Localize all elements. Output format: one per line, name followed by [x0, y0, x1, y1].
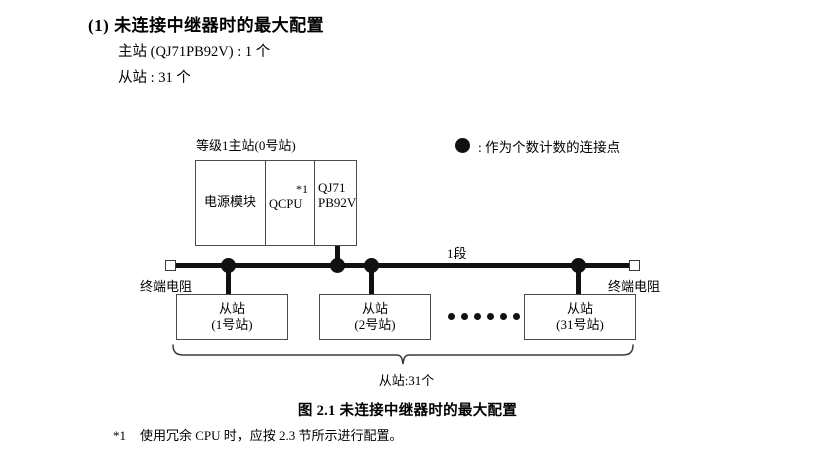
slave-count-label: 从站:31个 — [378, 373, 435, 388]
ellipsis-dot — [461, 313, 468, 320]
ellipsis-dot — [448, 313, 455, 320]
connection-node-slave-2 — [364, 258, 379, 273]
rack-divider-2 — [314, 160, 315, 246]
legend-label: : 作为个数计数的连接点 — [478, 140, 621, 155]
terminator-left-label: 终端电阻 — [140, 279, 193, 294]
drop-line-slave-2 — [369, 264, 374, 294]
terminator-right-label: 终端电阻 — [608, 279, 661, 294]
ellipsis-dot — [500, 313, 507, 320]
slave-station-box-1: 从站 (1号站) — [176, 294, 288, 340]
slave-1-label-line1: 从站 — [218, 301, 245, 316]
slave-station-box-2: 从站 (2号站) — [319, 294, 431, 340]
slave-station-box-31: 从站 (31号站) — [524, 294, 636, 340]
slave-2-label-line2: (2号站) — [354, 317, 396, 332]
slave-31-label-line1: 从站 — [566, 301, 593, 316]
legend-filled-circle-icon — [455, 138, 470, 153]
slave-continuation-ellipsis — [448, 313, 520, 320]
terminator-left-icon — [165, 260, 176, 271]
footnote-mark: *1 — [113, 428, 126, 443]
rack-divider-1 — [265, 160, 266, 246]
master-station-rack — [195, 160, 357, 246]
brace-svg — [172, 344, 634, 365]
connection-node-slave-1 — [221, 258, 236, 273]
slave-count-brace — [170, 344, 636, 371]
section-line-slave: 从站 : 31 个 — [118, 70, 191, 86]
footnote-text: 使用冗余 CPU 时，应按 2.3 节所示进行配置。 — [140, 428, 403, 443]
rack-cell-qcpu-footnote-mark: *1 — [296, 182, 308, 196]
footnote: *1 使用冗余 CPU 时，应按 2.3 节所示进行配置。 — [113, 425, 403, 444]
drop-line-master — [335, 246, 340, 266]
rack-cell-qcpu-label: QCPU — [269, 197, 303, 211]
connection-node-master — [330, 258, 345, 273]
connection-node-slave-31 — [571, 258, 586, 273]
bus-trunk-line — [176, 263, 634, 268]
slave-count-label-wrap: 从站:31个 — [0, 370, 821, 389]
section-title: (1) 未连接中继器时的最大配置 — [88, 16, 325, 35]
rack-cell-power-module-label: 电源模块 — [204, 194, 257, 209]
ellipsis-dot — [487, 313, 494, 320]
ellipsis-dot — [513, 313, 520, 320]
drop-line-slave-31 — [576, 264, 581, 294]
ellipsis-dot — [474, 313, 481, 320]
slave-1-label-line2: (1号站) — [211, 317, 253, 332]
rack-caption: 等级1主站(0号站) — [196, 138, 296, 153]
slave-2-label-line1: 从站 — [361, 301, 388, 316]
section-line-master: 主站 (QJ71PB92V) : 1 个 — [118, 44, 271, 60]
figure-caption: 图 2.1 未连接中继器时的最大配置 — [297, 403, 518, 419]
slave-31-label-line2: (31号站) — [556, 317, 604, 332]
drop-line-slave-1 — [226, 264, 231, 294]
rack-cell-module-label-line1: QJ71 — [318, 180, 346, 195]
terminator-right-icon — [629, 260, 640, 271]
bus-segment-label: 1段 — [447, 246, 467, 261]
figure-caption-wrap: 图 2.1 未连接中继器时的最大配置 — [0, 399, 821, 420]
rack-cell-module-label-line2: PB92V — [318, 195, 357, 210]
